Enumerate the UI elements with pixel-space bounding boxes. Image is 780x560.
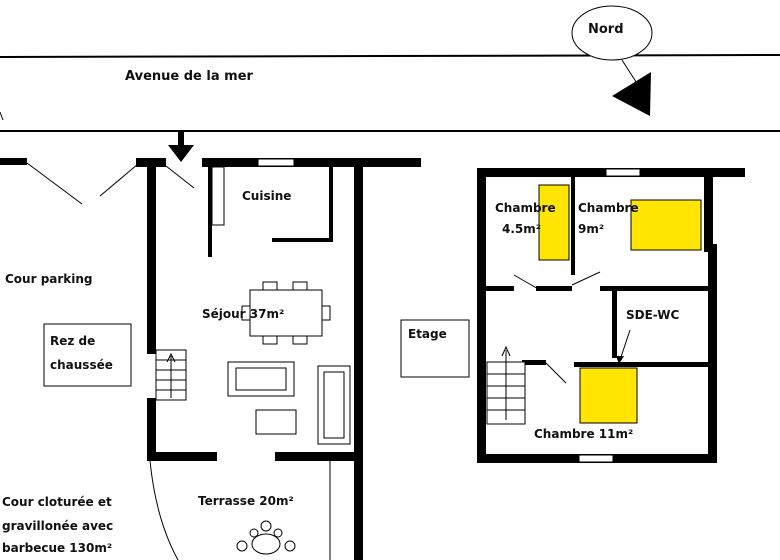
terrace-door-arc xyxy=(149,460,179,560)
bedroom2-label-2: 9m² xyxy=(578,222,604,236)
kitchen-window xyxy=(257,158,295,167)
bedroom3-label: Chambre 11m² xyxy=(534,427,633,441)
chair-1 xyxy=(262,281,278,291)
gf-wall-left-upper xyxy=(147,158,156,354)
street-line-top xyxy=(0,54,780,58)
uf-window-bottom xyxy=(578,454,614,463)
yard-label-2: gravillonée avec xyxy=(2,519,113,533)
gate-wall-left xyxy=(0,158,27,165)
terrace-chair-4 xyxy=(249,528,259,538)
gf-stairs-arrow-head xyxy=(166,352,176,363)
uf-partition-h-mid xyxy=(536,286,572,291)
yard-label-3: barbecue 130m² xyxy=(2,541,112,555)
uf-partition-bed3-right xyxy=(574,362,708,367)
gf-wall-top-right xyxy=(202,158,421,167)
kitchen-wall-left xyxy=(208,167,212,257)
uf-wall-right-lower xyxy=(708,244,717,463)
parking-label: Cour parking xyxy=(5,272,93,286)
uf-stairs-arrow-head xyxy=(501,345,511,357)
street-name: Avenue de la mer xyxy=(125,69,254,84)
uf-window-top xyxy=(605,168,641,177)
uf-partition-bed3-left xyxy=(522,360,546,365)
ground-floor-label-1: Rez de xyxy=(50,334,95,348)
uf-door-leaf-3 xyxy=(545,362,567,384)
ground-floor-box xyxy=(43,323,132,387)
bedroom1-label-1: Chambre xyxy=(495,201,556,215)
entry-door-leaf xyxy=(165,165,195,189)
upper-floor-label: Etage xyxy=(408,327,447,341)
chair-6 xyxy=(321,305,331,321)
chair-2 xyxy=(292,281,308,291)
terrace-chair-5 xyxy=(273,528,283,538)
north-label: Nord xyxy=(588,22,624,37)
terrace-chair-3 xyxy=(284,540,296,552)
terrace-chair-1 xyxy=(260,520,272,532)
uf-partition-sde xyxy=(612,286,617,358)
uf-door-leaf-2 xyxy=(571,271,601,286)
north-bubble xyxy=(571,5,653,61)
bed-small xyxy=(538,184,570,261)
kitchen-counter xyxy=(211,166,225,226)
yard-label-1: Cour cloturée et xyxy=(2,495,112,509)
ground-floor-label-2: chaussée xyxy=(50,358,113,372)
gate-leaf-right xyxy=(99,163,139,197)
terrace-label: Terrasse 20m² xyxy=(198,494,294,508)
living-label: Séjour 37m² xyxy=(202,307,284,321)
gf-wall-right xyxy=(354,158,363,560)
gf-wall-bottom-right xyxy=(275,452,363,461)
gate-leaf-left xyxy=(26,162,83,205)
sde-pointer-head-icon xyxy=(616,356,624,364)
bed-large xyxy=(579,367,638,424)
kitchen-wall-return xyxy=(272,238,333,242)
entrance-arrow-icon xyxy=(168,145,194,162)
entrance-arrow-shaft xyxy=(178,132,184,146)
chair-4 xyxy=(292,335,308,345)
uf-wall-right-upper xyxy=(704,168,713,248)
sde-pointer xyxy=(619,329,631,361)
kitchen-wall-right xyxy=(329,167,333,242)
north-arrow-icon xyxy=(612,72,651,116)
sofa-inner xyxy=(235,367,287,391)
bedroom2-label-1: Chambre xyxy=(578,201,639,215)
gf-wall-bottom-left xyxy=(147,452,217,461)
uf-wall-left xyxy=(477,168,486,463)
uf-partition-bedrooms xyxy=(571,177,575,275)
terrace-table xyxy=(251,533,281,555)
street-tick xyxy=(0,111,4,121)
bed-medium xyxy=(630,199,702,251)
gf-wall-left-lower xyxy=(147,398,156,458)
bedroom1-label-2: 4.5m² xyxy=(502,222,541,236)
upper-floor-box xyxy=(400,319,470,378)
sofa-side-inner xyxy=(323,371,345,439)
chair-5 xyxy=(241,305,251,321)
coffee-table xyxy=(255,409,297,435)
bathroom-label: SDE-WC xyxy=(626,308,679,322)
kitchen-label: Cuisine xyxy=(242,189,291,203)
uf-door-leaf-1 xyxy=(513,274,541,291)
uf-partition-h-right xyxy=(600,286,710,291)
uf-partition-h-left xyxy=(486,286,514,291)
chair-3 xyxy=(262,335,278,345)
terrace-chair-2 xyxy=(236,540,248,552)
